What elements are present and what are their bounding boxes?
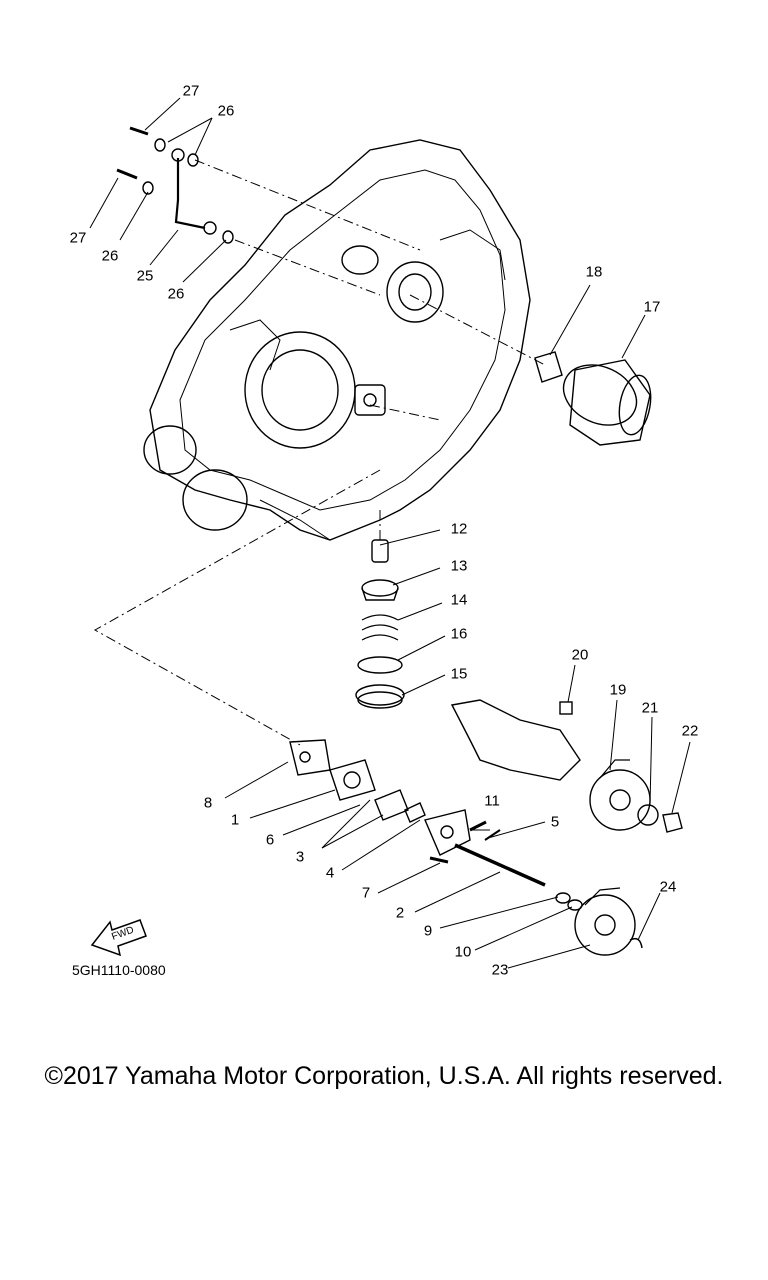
callout-24: 24	[659, 878, 677, 896]
callout-26-left: 26	[101, 247, 119, 265]
callout-26-top: 26	[217, 102, 235, 120]
fwd-label: FWD	[110, 925, 135, 943]
callout-25: 25	[136, 267, 154, 285]
callout-6: 6	[265, 831, 275, 849]
callout-15: 15	[450, 665, 468, 683]
callout-18: 18	[585, 263, 603, 281]
callout-12: 12	[450, 520, 468, 538]
callout-4: 4	[325, 864, 335, 882]
oil-pump-group	[289, 699, 683, 956]
callout-13: 13	[450, 557, 468, 575]
callout-26-bottom: 26	[167, 285, 185, 303]
callout-5: 5	[550, 813, 560, 831]
callout-23: 23	[491, 961, 509, 979]
callout-8: 8	[203, 794, 213, 812]
callout-20: 20	[571, 646, 589, 664]
diagram-part-code: 5GH1110-0080	[72, 962, 166, 978]
callout-10: 10	[454, 943, 472, 961]
exploded-parts-diagram: FWD	[89, 97, 691, 969]
callout-16: 16	[450, 625, 468, 643]
oil-filter-assembly	[534, 351, 652, 446]
callout-14: 14	[450, 591, 468, 609]
alignment-lines	[93, 159, 546, 746]
callout-3: 3	[295, 848, 305, 866]
oil-pipe	[116, 126, 234, 244]
callout-21: 21	[641, 699, 659, 717]
callout-27-top: 27	[182, 82, 200, 100]
callout-19: 19	[609, 681, 627, 699]
callout-9: 9	[423, 922, 433, 940]
callout-11: 11	[484, 792, 500, 810]
crankcase	[143, 139, 531, 541]
strainer-stack	[355, 539, 405, 709]
copyright-notice: ©2017 Yamaha Motor Corporation, U.S.A. A…	[44, 1062, 724, 1090]
callout-27-bottom: 27	[69, 229, 87, 247]
diagram-drawing: FWD	[89, 97, 691, 969]
callout-17: 17	[643, 298, 661, 316]
callout-22: 22	[681, 722, 699, 740]
fwd-arrow: FWD	[90, 919, 147, 957]
callout-7: 7	[361, 884, 371, 902]
callout-2: 2	[395, 904, 405, 922]
callout-1: 1	[230, 811, 240, 829]
leader-lines	[89, 97, 691, 969]
